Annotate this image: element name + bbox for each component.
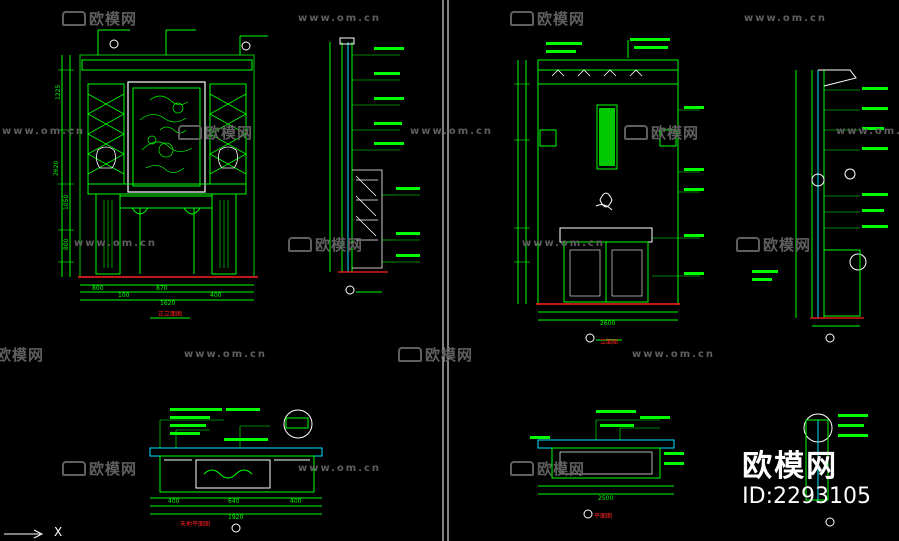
watermark-brand: 欧模网 — [62, 458, 137, 479]
watermark-brand: 欧模网 — [62, 8, 137, 29]
watermark-logo-icon — [624, 125, 648, 140]
plan-left-labels: 400 640 400 1920 天地平面图 — [168, 408, 302, 528]
brand-id: ID:2293105 — [742, 484, 871, 509]
watermark-url: www.om.cn — [298, 463, 382, 474]
front-elevation-left — [58, 29, 268, 319]
svg-text:400: 400 — [290, 498, 302, 505]
svg-text:平面图: 平面图 — [594, 513, 612, 520]
svg-text:400: 400 — [168, 498, 180, 505]
watermark-brand: 欧模网 — [398, 344, 473, 365]
front-elevation-left-dim-text: 800 870 100 400 1620 1225 2620 1050 800 … — [53, 85, 222, 318]
section-right — [795, 69, 867, 343]
dim-text: 800 — [92, 285, 104, 292]
svg-text:立面图: 立面图 — [600, 338, 618, 346]
brand-name: 欧模网 — [742, 449, 839, 484]
svg-text:天地平面图: 天地平面图 — [180, 520, 210, 528]
plan-right-labels: 2500 平面图 — [530, 410, 868, 520]
front-elevation-right — [514, 40, 700, 343]
svg-text:1920: 1920 — [228, 514, 243, 521]
section-right-labels — [752, 87, 888, 281]
front-elevation-right-labels: 2600 立面图 — [546, 38, 704, 346]
svg-text:1050: 1050 — [63, 195, 70, 210]
watermark-brand: 欧模网 — [510, 458, 585, 479]
svg-text:400: 400 — [210, 292, 222, 299]
svg-text:1225: 1225 — [55, 85, 62, 100]
watermark-url: www.om.cn — [74, 238, 158, 249]
watermark-logo-icon — [178, 125, 202, 140]
watermark-brand: 欧模网 — [624, 122, 699, 143]
svg-text:100: 100 — [118, 292, 130, 299]
svg-text:2620: 2620 — [53, 161, 60, 176]
plan-right — [537, 413, 835, 527]
svg-text:2600: 2600 — [600, 320, 615, 327]
watermark-brand: 欧模网 — [288, 234, 363, 255]
watermark-brand: 欧模网 — [510, 8, 585, 29]
watermark-url: www.om.cn — [184, 349, 268, 360]
watermark-logo-icon — [398, 347, 422, 362]
ucs-x-label: X — [54, 525, 63, 539]
watermark-url: www.om.cn — [2, 126, 86, 137]
viewport-borders — [442, 0, 449, 541]
watermark-logo-icon — [62, 461, 86, 476]
watermark-brand: 欧模网 — [178, 122, 253, 143]
svg-text:800: 800 — [63, 238, 70, 250]
plan-left — [149, 409, 323, 533]
watermark-logo-icon — [510, 11, 534, 26]
svg-text:正立面图: 正立面图 — [158, 310, 182, 318]
watermark-logo-icon — [510, 461, 534, 476]
watermark-logo-icon — [736, 237, 760, 252]
section-left — [329, 37, 420, 295]
watermark-url: www.om.cn — [744, 13, 828, 24]
ucs-icon — [4, 529, 44, 539]
watermark-url: www.om.cn — [632, 349, 716, 360]
brand-overlay: 欧模网 ID:2293105 — [742, 450, 871, 510]
section-left-labels — [374, 47, 420, 257]
watermark-url: www.om.cn — [522, 238, 606, 249]
watermark-brand: 欧模网 — [0, 346, 45, 364]
watermark-brand: 欧模网 — [736, 234, 811, 255]
watermark-url: www.om.cn — [410, 126, 494, 137]
dim-text: 870 — [156, 285, 168, 292]
watermark-url: www.om.cn — [298, 13, 382, 24]
watermark-logo-icon — [62, 11, 86, 26]
svg-text:2500: 2500 — [598, 495, 613, 502]
dim-text: 1620 — [160, 300, 175, 307]
watermark-url: www.om.cn — [836, 126, 899, 137]
svg-text:640: 640 — [228, 498, 240, 505]
watermark-logo-icon — [288, 237, 312, 252]
